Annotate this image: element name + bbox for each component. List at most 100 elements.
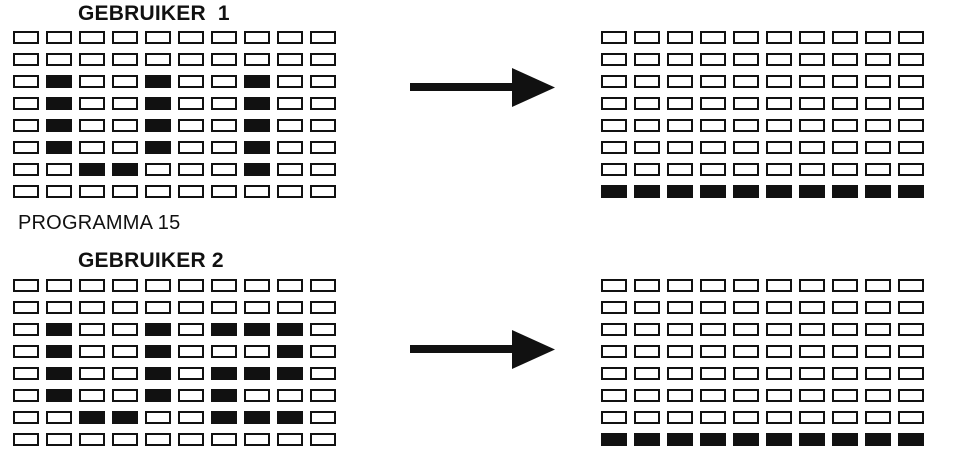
grid-cell — [700, 301, 726, 314]
grid-cell — [601, 75, 627, 88]
grid-cell — [112, 31, 138, 44]
grid-cell — [310, 75, 336, 88]
grid-cell — [700, 411, 726, 424]
grid-cell — [733, 323, 759, 336]
grid-cell — [634, 433, 660, 446]
grid-cell — [145, 367, 171, 380]
user2-grid-before — [13, 279, 336, 446]
grid-cell — [46, 433, 72, 446]
grid-cell — [733, 433, 759, 446]
grid-cell — [46, 53, 72, 66]
grid-cell — [277, 31, 303, 44]
grid-cell — [178, 411, 204, 424]
grid-cell — [799, 97, 825, 110]
grid-cell — [46, 345, 72, 358]
grid-cell — [733, 53, 759, 66]
grid-cell — [667, 367, 693, 380]
grid-cell — [601, 185, 627, 198]
grid-cell — [79, 411, 105, 424]
grid-cell — [634, 163, 660, 176]
grid-cell — [310, 323, 336, 336]
grid-cell — [46, 185, 72, 198]
right-arrow-icon — [410, 330, 555, 369]
grid-cell — [211, 367, 237, 380]
grid-cell — [733, 345, 759, 358]
grid-cell — [766, 323, 792, 336]
grid-cell — [178, 97, 204, 110]
grid-cell — [211, 141, 237, 154]
grid-cell — [700, 367, 726, 380]
grid-cell — [277, 141, 303, 154]
grid-cell — [13, 163, 39, 176]
grid-cell — [766, 53, 792, 66]
grid-cell — [733, 75, 759, 88]
grid-cell — [211, 345, 237, 358]
grid-cell — [634, 119, 660, 132]
grid-cell — [79, 163, 105, 176]
grid-cell — [112, 279, 138, 292]
grid-cell — [244, 53, 270, 66]
user1-heading: GEBRUIKER 1 — [78, 2, 230, 25]
grid-cell — [46, 323, 72, 336]
grid-cell — [79, 367, 105, 380]
grid-cell — [112, 323, 138, 336]
grid-cell — [145, 301, 171, 314]
grid-cell — [634, 389, 660, 402]
grid-cell — [13, 323, 39, 336]
grid-cell — [766, 141, 792, 154]
grid-cell — [667, 433, 693, 446]
right-arrow-icon — [410, 68, 555, 107]
grid-cell — [799, 141, 825, 154]
grid-cell — [832, 75, 858, 88]
grid-cell — [211, 185, 237, 198]
grid-cell — [244, 97, 270, 110]
grid-cell — [46, 367, 72, 380]
grid-cell — [178, 301, 204, 314]
grid-cell — [79, 75, 105, 88]
grid-cell — [667, 163, 693, 176]
grid-cell — [865, 433, 891, 446]
grid-cell — [13, 53, 39, 66]
grid-cell — [601, 53, 627, 66]
grid-cell — [799, 323, 825, 336]
grid-cell — [865, 279, 891, 292]
grid-cell — [244, 141, 270, 154]
grid-cell — [700, 345, 726, 358]
grid-cell — [13, 279, 39, 292]
grid-cell — [310, 279, 336, 292]
grid-cell — [799, 53, 825, 66]
grid-cell — [13, 119, 39, 132]
grid-cell — [46, 141, 72, 154]
grid-cell — [13, 97, 39, 110]
grid-cell — [112, 389, 138, 402]
grid-cell — [865, 163, 891, 176]
grid-cell — [700, 389, 726, 402]
grid-cell — [112, 301, 138, 314]
grid-cell — [832, 433, 858, 446]
grid-cell — [79, 31, 105, 44]
grid-cell — [865, 97, 891, 110]
grid-cell — [13, 31, 39, 44]
grid-cell — [898, 185, 924, 198]
grid-cell — [601, 279, 627, 292]
grid-cell — [178, 367, 204, 380]
grid-cell — [601, 389, 627, 402]
grid-cell — [832, 163, 858, 176]
grid-cell — [145, 411, 171, 424]
grid-cell — [700, 323, 726, 336]
grid-cell — [244, 411, 270, 424]
grid-cell — [601, 411, 627, 424]
grid-cell — [898, 367, 924, 380]
grid-cell — [13, 75, 39, 88]
grid-cell — [310, 433, 336, 446]
grid-cell — [46, 31, 72, 44]
grid-cell — [211, 163, 237, 176]
grid-cell — [310, 367, 336, 380]
grid-cell — [178, 433, 204, 446]
grid-cell — [13, 389, 39, 402]
grid-cell — [733, 141, 759, 154]
grid-cell — [667, 53, 693, 66]
grid-cell — [865, 141, 891, 154]
grid-cell — [865, 345, 891, 358]
grid-cell — [145, 323, 171, 336]
